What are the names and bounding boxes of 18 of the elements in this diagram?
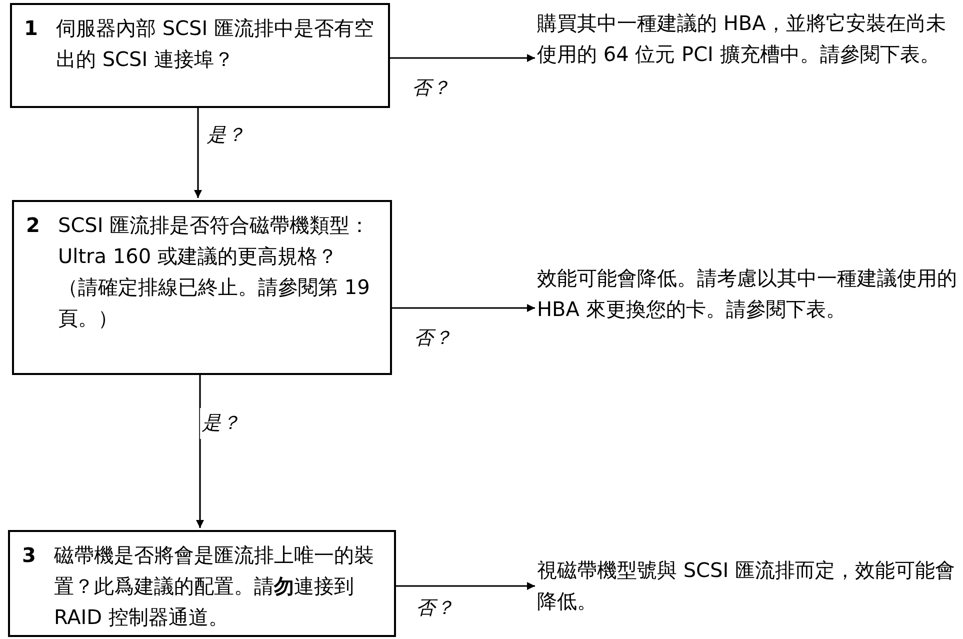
outcome-text: 視磁帶機型號與 SCSI 匯流排而定，效能可能會降低。 (537, 555, 957, 619)
arrow (194, 108, 202, 198)
outcome-text: 效能可能會降低。請考慮以其中一種建議使用的 HBA 來更換您的卡。請參閱下表。 (537, 263, 957, 359)
arrow (392, 304, 535, 312)
question-box (12, 200, 392, 375)
question-text: SCSI 匯流排是否符合磁帶機類型：Ultra 160 或建議的更高規格？ (58, 212, 371, 270)
arrow (196, 375, 204, 528)
question-box (10, 3, 390, 108)
question-text: 磁帶機是否將會是匯流排上唯一的裝置？此爲建議的配置。請勿連接到 RAID 控制器通道。 (54, 542, 375, 631)
step-number: 1 (24, 15, 38, 42)
arrow (390, 54, 535, 62)
arrow (396, 582, 535, 590)
question-text: （請確定排線已終止。請參閱第 19 頁。） (58, 274, 371, 332)
question-box (8, 530, 396, 637)
step-number: 2 (26, 212, 40, 239)
question-text: 伺服器內部 SCSI 匯流排中是否有空出的 SCSI 連接埠？ (56, 15, 375, 73)
outcome-text: 購買其中一種建議的 HBA，並將它安裝在尚未使用的 64 位元 PCI 擴充槽中。請參閱下表。 (537, 8, 957, 104)
step-number: 3 (22, 542, 36, 569)
